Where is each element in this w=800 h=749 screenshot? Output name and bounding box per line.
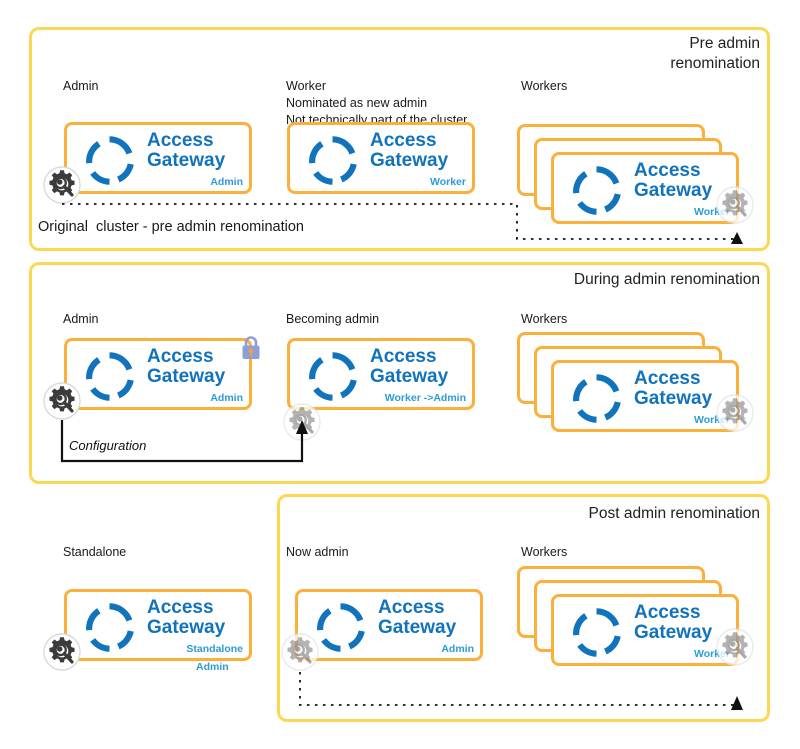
card-becoming-admin-during[interactable]: Access Gateway Worker ->Admin (287, 338, 475, 410)
brand-text: Access Gateway (634, 369, 732, 409)
gear-magnifier-icon[interactable] (716, 186, 754, 224)
brand-line-2: Gateway (634, 179, 713, 201)
column-label-now-admin-post: Now admin (286, 545, 349, 559)
card-role-label: Admin (441, 643, 474, 655)
panel-during-title: During admin renomination (573, 271, 760, 288)
brand-line-2: Gateway (147, 616, 226, 638)
brand-text: Access Gateway (147, 131, 245, 171)
panel-pre-admin-renomination (29, 27, 770, 251)
gateway-ring-icon (306, 350, 359, 403)
card-role-label: Admin (210, 392, 243, 404)
brand-line-1: Access (634, 602, 701, 623)
brand-line-1: Access (370, 346, 437, 367)
brand-text: Access Gateway (370, 347, 468, 387)
brand-line-1: Access (147, 130, 214, 151)
brand-line-2: Gateway (147, 365, 226, 387)
card-role-label: Admin (210, 176, 243, 188)
card-role-label: Worker ->Admin (384, 392, 466, 404)
gear-magnifier-icon[interactable] (716, 628, 754, 666)
column-label-admin-pre: Admin (63, 79, 99, 93)
column-label-becoming-admin-during: Becoming admin (286, 312, 380, 326)
gear-magnifier-icon[interactable] (43, 633, 81, 671)
panel-during-admin-renomination (29, 262, 770, 484)
gear-magnifier-icon[interactable] (43, 382, 81, 420)
card-now-admin-post[interactable]: Access Gateway Admin (295, 589, 483, 661)
card-role-label: Standalone (186, 643, 243, 655)
column-label-workers-pre: Workers (521, 79, 568, 93)
brand-line-1: Access (370, 130, 437, 151)
panel-post-admin-renomination (277, 494, 770, 722)
gear-magnifier-icon[interactable] (43, 166, 81, 204)
brand-text: Access Gateway (378, 598, 476, 638)
column-label-workers-post: Workers (521, 545, 568, 559)
card-nominated-worker-pre[interactable]: Access Gateway Worker (287, 122, 475, 194)
gear-magnifier-icon[interactable] (283, 403, 321, 441)
gateway-ring-icon (83, 601, 136, 654)
gateway-ring-icon (570, 606, 623, 659)
lock-icon (238, 333, 264, 363)
gateway-ring-icon (314, 601, 367, 654)
card-standalone-post[interactable]: Access Gateway Standalone (64, 589, 252, 661)
card-role-label: Worker (430, 176, 466, 188)
gateway-ring-icon (83, 134, 136, 187)
brand-line-2: Gateway (370, 365, 449, 387)
column-label-admin-during: Admin (63, 312, 99, 326)
brand-line-1: Access (378, 597, 445, 618)
brand-text: Access Gateway (634, 603, 732, 643)
brand-text: Access Gateway (147, 598, 245, 638)
gateway-ring-icon (570, 164, 623, 217)
column-label-standalone-post: Standalone (63, 545, 127, 559)
gear-magnifier-icon[interactable] (716, 394, 754, 432)
card-admin-pre[interactable]: Access Gateway Admin (64, 122, 252, 194)
gateway-ring-icon (570, 372, 623, 425)
brand-text: Access Gateway (634, 161, 732, 201)
cluster-label-pre: Original cluster - pre admin renominatio… (38, 219, 304, 235)
brand-text: Access Gateway (147, 347, 245, 387)
brand-line-2: Gateway (370, 149, 449, 171)
gear-magnifier-icon[interactable] (281, 633, 319, 671)
brand-line-2: Gateway (378, 616, 457, 638)
card-role-label-outside: Admin (196, 661, 229, 673)
column-label-workers-during: Workers (521, 312, 568, 326)
brand-line-1: Access (147, 597, 214, 618)
configuration-label: Configuration (69, 438, 147, 453)
panel-pre-title: Pre admin renomination (670, 35, 760, 73)
card-worker-stack-front-post[interactable]: Access Gateway Worker (551, 594, 739, 666)
card-admin-during[interactable]: Access Gateway Admin (64, 338, 252, 410)
card-worker-stack-front-pre[interactable]: Access Gateway Worker (551, 152, 739, 224)
brand-line-1: Access (634, 160, 701, 181)
gateway-ring-icon (306, 134, 359, 187)
brand-line-2: Gateway (634, 387, 713, 409)
brand-line-1: Access (634, 368, 701, 389)
panel-post-title: Post admin renomination (588, 505, 760, 522)
brand-line-2: Gateway (634, 621, 713, 643)
gateway-ring-icon (83, 350, 136, 403)
card-worker-stack-front-during[interactable]: Access Gateway Worker (551, 360, 739, 432)
brand-line-1: Access (147, 346, 214, 367)
brand-line-2: Gateway (147, 149, 226, 171)
brand-text: Access Gateway (370, 131, 468, 171)
